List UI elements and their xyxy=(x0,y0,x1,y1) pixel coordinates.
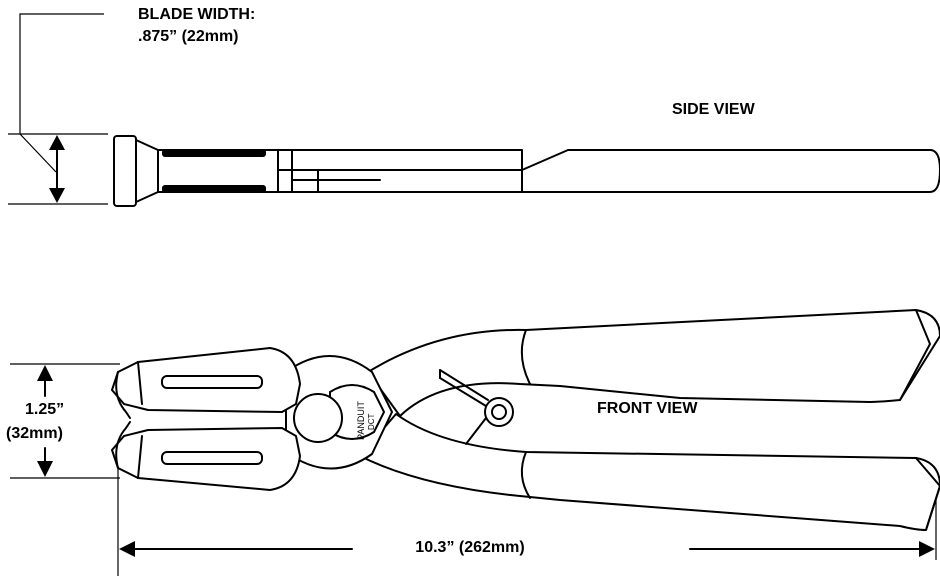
imprint-model: DCT xyxy=(367,413,376,430)
side-view-label: SIDE VIEW xyxy=(672,101,755,118)
front-lower-handle-grip-line xyxy=(520,451,531,499)
front-upper-handle-end xyxy=(899,309,931,401)
blade-width-arrow-down xyxy=(49,188,65,203)
front-spring-pivot-outer xyxy=(484,397,514,427)
front-upper-cutting-edge xyxy=(115,371,131,419)
length-arrow-left xyxy=(119,541,135,557)
blade-width-arrow-up xyxy=(49,135,65,150)
front-lower-jaw-slot xyxy=(161,451,263,465)
front-lower-jaw-edge xyxy=(137,435,143,479)
jaw-height-arrow-down xyxy=(37,461,53,477)
side-jaw-head xyxy=(113,135,137,207)
jaw-height-mm-label: (32mm) xyxy=(6,425,63,442)
front-spring-pivot-inner xyxy=(491,404,507,420)
length-arrow-right xyxy=(919,541,935,557)
front-pivot-bolt xyxy=(293,393,343,443)
blade-width-leader-diagonal xyxy=(19,133,57,173)
front-view: PANDUIT DCT xyxy=(10,309,940,576)
front-upper-handle-grip-line xyxy=(520,329,531,385)
front-lower-handle xyxy=(359,413,940,531)
blade-width-value: .875” (22mm) xyxy=(138,28,239,45)
side-handle xyxy=(521,149,940,193)
imprint-brand: PANDUIT xyxy=(356,401,366,440)
front-upper-jaw-slot xyxy=(161,375,263,389)
side-jaw-taper xyxy=(135,139,159,203)
front-latch-upper xyxy=(439,369,489,401)
front-view-label: FRONT VIEW xyxy=(597,400,698,417)
front-pivot-plate xyxy=(329,384,385,440)
blade-width-title: BLADE WIDTH: xyxy=(138,6,256,23)
jaw-height-arrow-up xyxy=(37,365,53,381)
jaw-height-label: 1.25” xyxy=(25,401,65,418)
overall-length-label: 10.3” (262mm) xyxy=(415,539,525,556)
front-upper-jaw-edge xyxy=(137,361,143,405)
front-lower-cutting-edge xyxy=(115,421,131,469)
front-latch-upper-2 xyxy=(439,377,487,407)
front-lower-handle-end xyxy=(915,457,940,531)
blade-width-leader xyxy=(19,13,104,134)
front-latch-lower xyxy=(465,417,487,445)
